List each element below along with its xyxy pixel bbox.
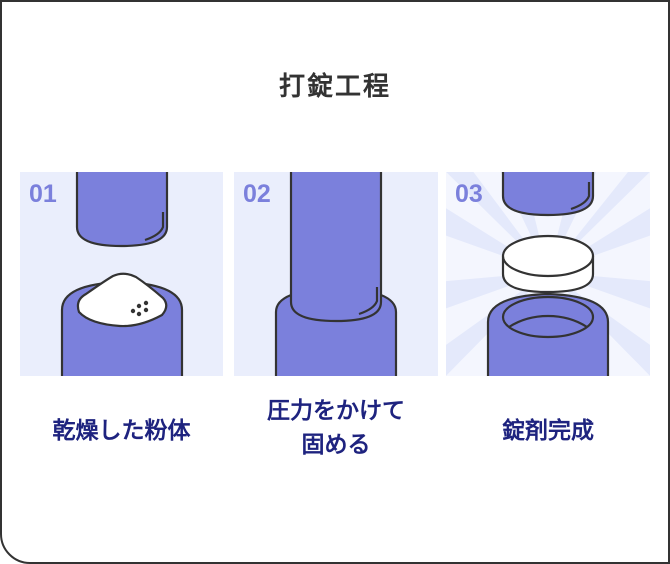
step-2-caption-line1: 圧力をかけて	[267, 398, 405, 424]
step-number: 02	[243, 180, 271, 208]
powder-in-die-icon	[20, 172, 223, 376]
step-1-panel: 01	[20, 172, 223, 376]
step-number: 01	[29, 180, 57, 208]
step-2-panel: 02	[234, 172, 438, 376]
step-3-caption: 錠剤完成	[502, 418, 594, 444]
step-3-panel: 03	[446, 172, 650, 376]
step-2-caption-line2: 固める	[301, 432, 371, 458]
punch-compress-icon	[234, 172, 438, 376]
step-number: 03	[455, 180, 483, 208]
diagram-title: 打錠工程	[278, 72, 391, 102]
tablet-ejected-icon	[446, 172, 650, 376]
step-2-caption: 圧力をかけて 固める	[234, 394, 438, 462]
step-1-caption: 乾燥した粉体	[52, 418, 191, 444]
